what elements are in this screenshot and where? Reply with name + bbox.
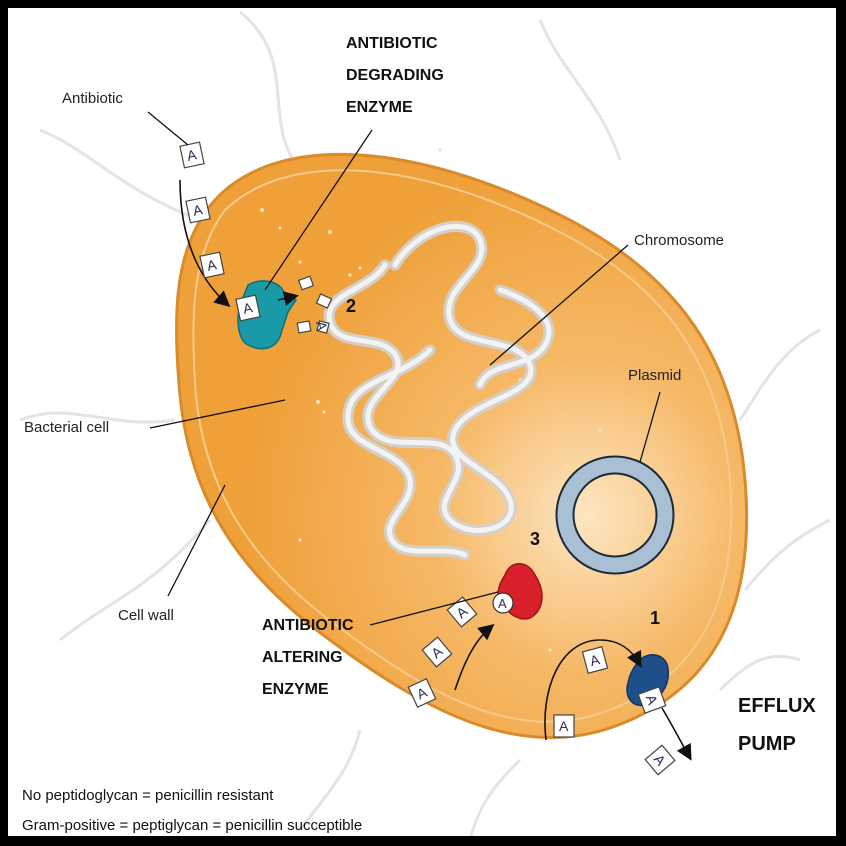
footnote-1: No peptidoglycan = penicillin resistant bbox=[22, 787, 274, 804]
antibiotic-molecule-expelled: A bbox=[645, 745, 675, 774]
label-cell-wall: Cell wall bbox=[118, 607, 174, 624]
svg-text:DEGRADING: DEGRADING bbox=[346, 67, 444, 84]
antibiotic-molecule-1: A bbox=[180, 142, 204, 168]
leader-cell-wall bbox=[168, 485, 225, 596]
antibiotic-molecule-8: A bbox=[554, 715, 574, 737]
bacterial-resistance-diagram: A A A A A A A A A A A A A Antibiotic bbox=[8, 8, 836, 836]
antibiotic-molecule-3: A bbox=[200, 252, 224, 278]
svg-text:ENZYME: ENZYME bbox=[346, 99, 413, 116]
leader-antibiotic bbox=[148, 112, 188, 145]
label-efflux-pump: EFFLUX PUMP bbox=[738, 695, 816, 755]
svg-text:EFFLUX: EFFLUX bbox=[738, 695, 816, 717]
mechanism-number-1: 1 bbox=[650, 608, 660, 628]
altered-antibiotic-label: A bbox=[498, 596, 507, 611]
svg-text:ENZYME: ENZYME bbox=[262, 681, 329, 698]
svg-text:PUMP: PUMP bbox=[738, 733, 796, 755]
footnote-2: Gram-positive = peptiglycan = penicillin… bbox=[22, 817, 362, 834]
label-chromosome: Chromosome bbox=[634, 232, 724, 249]
svg-text:ANTIBIOTIC: ANTIBIOTIC bbox=[346, 35, 438, 52]
diagram-canvas: A A A A A A A A A A A A A Antibiotic bbox=[8, 8, 836, 836]
svg-text:ALTERING: ALTERING bbox=[262, 649, 343, 666]
svg-text:ANTIBIOTIC: ANTIBIOTIC bbox=[262, 617, 354, 634]
label-bacterial-cell: Bacterial cell bbox=[24, 419, 109, 436]
svg-text:A: A bbox=[559, 718, 569, 734]
mechanism-number-3: 3 bbox=[530, 529, 540, 549]
antibiotic-molecule-bound-degrading: A bbox=[236, 295, 260, 321]
label-antibiotic: Antibiotic bbox=[62, 90, 123, 107]
antibiotic-molecule-2: A bbox=[186, 197, 210, 223]
label-altering-enzyme: ANTIBIOTIC ALTERING ENZYME bbox=[262, 617, 354, 698]
mechanism-number-2: 2 bbox=[346, 296, 356, 316]
label-degrading-enzyme: ANTIBIOTIC DEGRADING ENZYME bbox=[346, 35, 444, 116]
label-plasmid: Plasmid bbox=[628, 367, 681, 384]
